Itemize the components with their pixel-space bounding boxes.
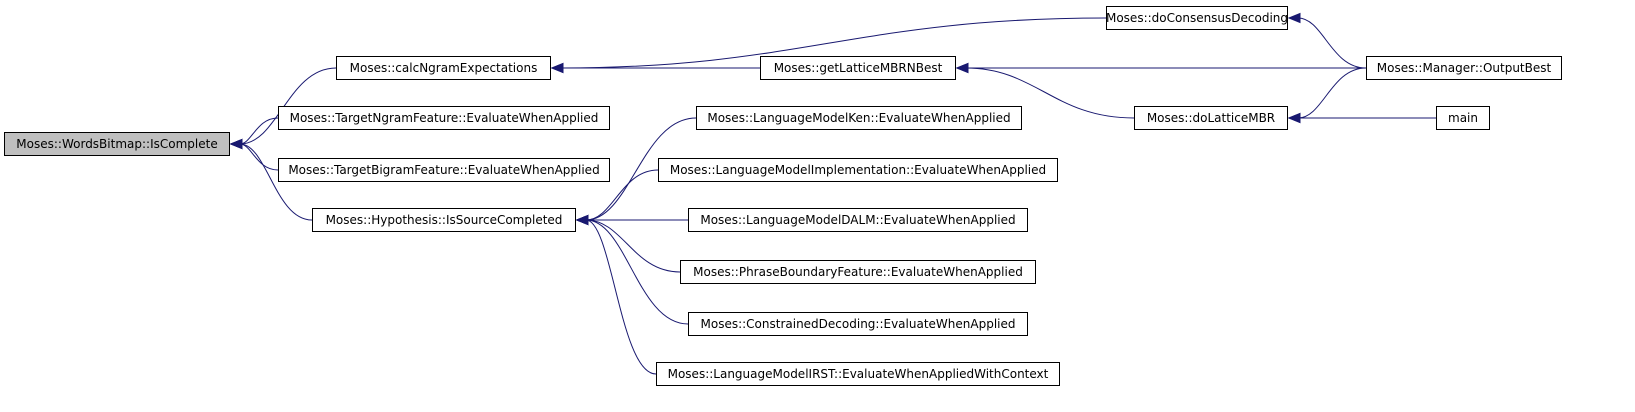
arrowhead-calc_ngram_expectations [550,62,564,74]
node-target-bigram-feature[interactable]: Moses::TargetBigramFeature::EvaluateWhen… [278,158,610,182]
edge-constrained_decoding-to-hypothesis_is_source_completed [585,219,689,325]
node-language-model-dalm[interactable]: Moses::LanguageModelDALM::EvaluateWhenAp… [688,208,1028,232]
arrowhead-do_lattice_mbr [1287,112,1301,124]
arrowhead-words_bitmap_is_complete [229,138,243,150]
arrowhead-get_lattice_mbrn_best [955,62,969,74]
edge-lm_ken-to-hypothesis_is_source_completed [585,117,697,221]
edge-manager_output_best-to-do_consensus_decoding [1297,17,1367,69]
node-hypothesis-is-source-completed[interactable]: Moses::Hypothesis::IsSourceCompleted [312,208,576,232]
node-main[interactable]: main [1436,106,1490,130]
node-constrained-decoding[interactable]: Moses::ConstrainedDecoding::EvaluateWhen… [688,312,1028,336]
arrowhead-hypothesis_is_source_completed [575,214,589,226]
edge-lm_implementation-to-hypothesis_is_source_completed [585,169,659,221]
edge-lm_irst-to-hypothesis_is_source_completed [585,219,657,375]
node-manager-output-best[interactable]: Moses::Manager::OutputBest [1366,56,1562,80]
edge-do_lattice_mbr-to-get_lattice_mbrn_best [965,67,1135,119]
node-get-lattice-mbrn-best[interactable]: Moses::getLatticeMBRNBest [760,56,956,80]
edge-do_consensus_decoding-to-calc_ngram_expectations [560,17,1107,69]
edge-phrase_boundary_feature-to-hypothesis_is_source_completed [585,219,681,273]
node-language-model-ken[interactable]: Moses::LanguageModelKen::EvaluateWhenApp… [696,106,1022,130]
node-phrase-boundary-feature[interactable]: Moses::PhraseBoundaryFeature::EvaluateWh… [680,260,1036,284]
arrowhead-do_consensus_decoding [1287,12,1301,24]
node-calc-ngram-expectations[interactable]: Moses::calcNgramExpectations [336,56,551,80]
node-language-model-implementation[interactable]: Moses::LanguageModelImplementation::Eval… [658,158,1058,182]
node-target-ngram-feature[interactable]: Moses::TargetNgramFeature::EvaluateWhenA… [278,106,610,130]
edge-target_bigram_feature-to-words_bitmap_is_complete [239,143,279,171]
edge-target_ngram_feature-to-words_bitmap_is_complete [239,117,279,145]
edge-manager_output_best-to-do_lattice_mbr [1297,67,1367,119]
edge-hypothesis_is_source_completed-to-words_bitmap_is_complete [239,143,313,221]
node-words-bitmap-is-complete: Moses::WordsBitmap::IsComplete [4,132,230,156]
node-do-lattice-mbr[interactable]: Moses::doLatticeMBR [1134,106,1288,130]
node-language-model-irst[interactable]: Moses::LanguageModelIRST::EvaluateWhenAp… [656,362,1060,386]
node-do-consensus-decoding[interactable]: Moses::doConsensusDecoding [1106,6,1288,30]
